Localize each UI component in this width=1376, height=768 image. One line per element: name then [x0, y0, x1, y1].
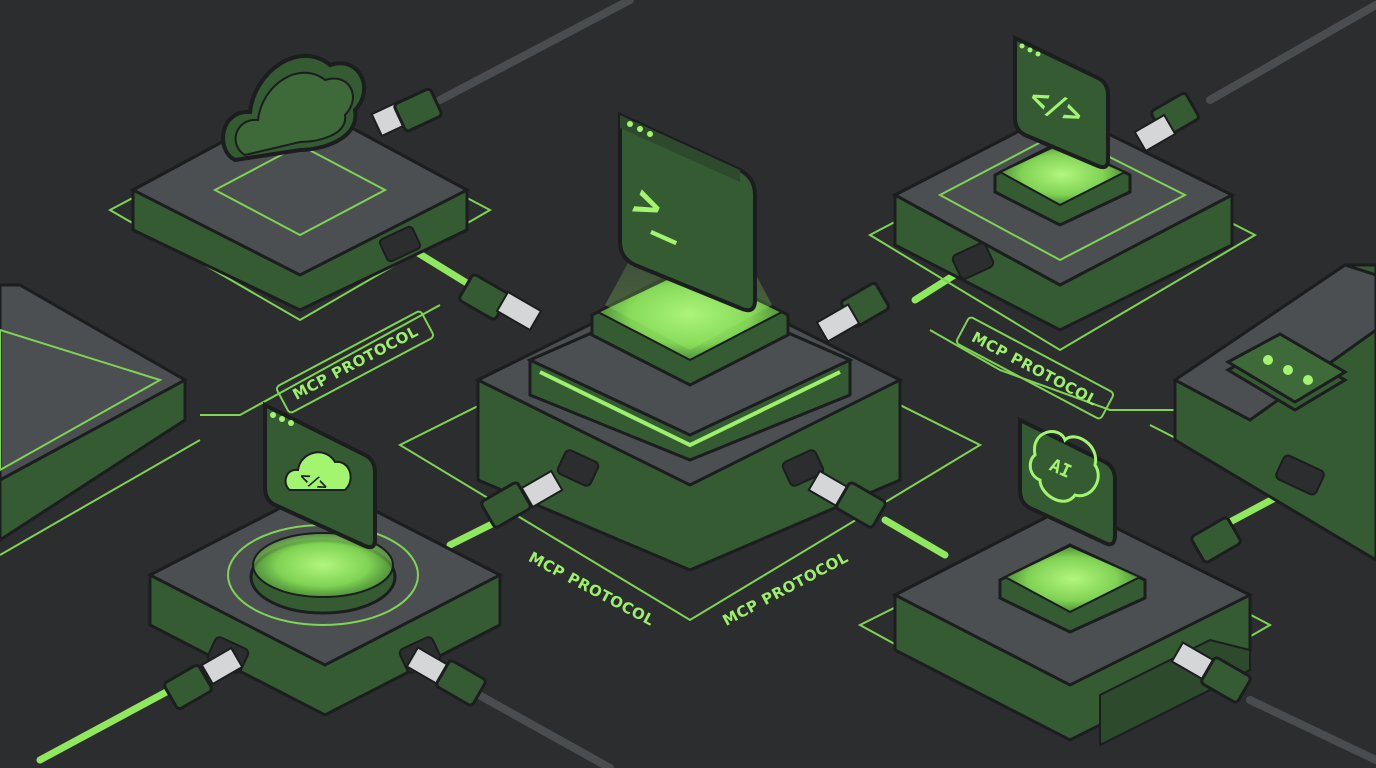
- dots-icon: [1224, 332, 1348, 412]
- cloud-module: [129, 53, 543, 332]
- usb-plug: [370, 87, 443, 138]
- ai-brain-icon: AI: [1018, 416, 1117, 547]
- protocol-label-left: MCP PROTOCOL: [275, 310, 435, 414]
- usb-plug: [1170, 641, 1252, 704]
- protocol-label-bottom-right: MCP PROTOCOL: [720, 548, 852, 630]
- terminal-icon: >_: [618, 111, 757, 313]
- cloud-code-window-icon: </>: [263, 401, 377, 550]
- protocol-label-text: MCP PROTOCOL: [720, 548, 852, 630]
- usb-plug: [458, 273, 543, 332]
- code-window-icon: </>: [1013, 34, 1110, 170]
- protocol-label-text: MCP PROTOCOL: [969, 328, 1101, 410]
- protocol-label-text: MCP PROTOCOL: [290, 322, 422, 404]
- code-module: </>: [891, 34, 1236, 332]
- usb-plug: [405, 646, 487, 707]
- usb-plug: [815, 281, 890, 343]
- cloud-icon: [221, 53, 367, 163]
- cloud-code-module: </>: [146, 401, 564, 717]
- usb-plug: [807, 469, 887, 529]
- usb-plug: [1190, 516, 1242, 564]
- terminal-module: >_: [474, 111, 904, 572]
- cables-dark: [436, 0, 1376, 768]
- usb-plug: [480, 469, 564, 529]
- right-edge-module: [1172, 263, 1376, 562]
- usb-plug: [1133, 91, 1200, 153]
- usb-plug: [163, 646, 244, 711]
- left-edge-module: [0, 283, 189, 542]
- ai-module: AI: [807, 416, 1254, 747]
